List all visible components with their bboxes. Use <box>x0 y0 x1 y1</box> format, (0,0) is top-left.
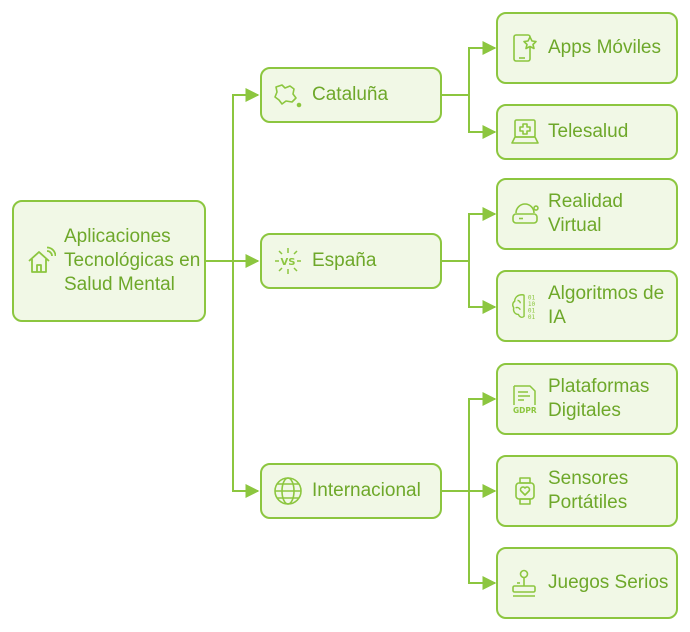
svg-text:01: 01 <box>528 308 536 315</box>
connector-internacional-plataformas <box>442 392 497 492</box>
leaf-label-algoritmos-ia: Algoritmos de IA <box>548 283 665 328</box>
svg-text:VS: VS <box>281 257 296 268</box>
leaf-node-telesalud: Telesalud <box>496 104 678 160</box>
svg-text:GDPR: GDPR <box>513 406 537 415</box>
leaf-label-juegos-serios: Juegos Serios <box>548 572 669 593</box>
region-map-icon <box>272 81 304 109</box>
connector-root-internacional <box>232 261 260 498</box>
leaf-label-sensores-portatiles: Sensores Portátiles <box>548 468 629 513</box>
joystick-icon <box>510 567 540 599</box>
leaf-node-sensores-portatiles: Sensores Portátiles <box>496 455 678 527</box>
leaf-node-juegos-serios: Juegos Serios <box>496 547 678 619</box>
connector-cataluna-telesalud <box>468 95 497 139</box>
gdpr-document-icon: GDPR <box>510 383 540 415</box>
connector-espana-vr <box>442 207 497 262</box>
leaf-node-realidad-virtual: Realidad Virtual <box>496 178 678 250</box>
branch-node-cataluna: Cataluña <box>260 67 442 123</box>
leaf-label-plataformas-digitales: Plataformas Digitales <box>548 376 650 421</box>
vs-burst-icon: VS <box>272 246 304 276</box>
svg-text:10: 10 <box>528 301 536 308</box>
connector-internacional-juegos <box>468 491 497 590</box>
globe-icon <box>272 475 304 507</box>
root-node: Aplicaciones Tecnológicas en Salud Menta… <box>12 200 206 322</box>
leaf-label-telesalud: Telesalud <box>548 121 629 142</box>
leaf-label-apps-moviles: Apps Móviles <box>548 37 661 58</box>
connector-espana-ia <box>468 261 497 314</box>
vr-headset-icon <box>510 199 540 229</box>
leaf-node-apps-moviles: Apps Móviles <box>496 12 678 84</box>
connector-root-cataluna <box>206 88 260 262</box>
branch-label-cataluna: Cataluña <box>312 84 389 105</box>
branch-node-espana: VS España <box>260 233 442 289</box>
leaf-node-algoritmos-ia: 01 10 01 01 Algoritmos de IA <box>496 270 678 342</box>
leaf-node-plataformas-digitales: GDPR Plataformas Digitales <box>496 363 678 435</box>
mobile-app-star-icon <box>510 32 540 64</box>
svg-text:01: 01 <box>528 294 536 301</box>
smart-home-icon <box>26 246 56 276</box>
leaf-label-realidad-virtual: Realidad Virtual <box>548 191 623 236</box>
root-label: Aplicaciones Tecnológicas en Salud Menta… <box>64 226 201 295</box>
branch-label-espana: España <box>312 250 377 271</box>
ai-brain-binary-icon: 01 10 01 01 <box>510 290 540 322</box>
branch-label-internacional: Internacional <box>312 480 421 501</box>
svg-text:01: 01 <box>528 314 536 321</box>
laptop-medical-icon <box>510 117 540 147</box>
smartwatch-heart-icon <box>510 475 540 507</box>
connector-cataluna-apps <box>442 41 497 96</box>
branch-node-internacional: Internacional <box>260 463 442 519</box>
